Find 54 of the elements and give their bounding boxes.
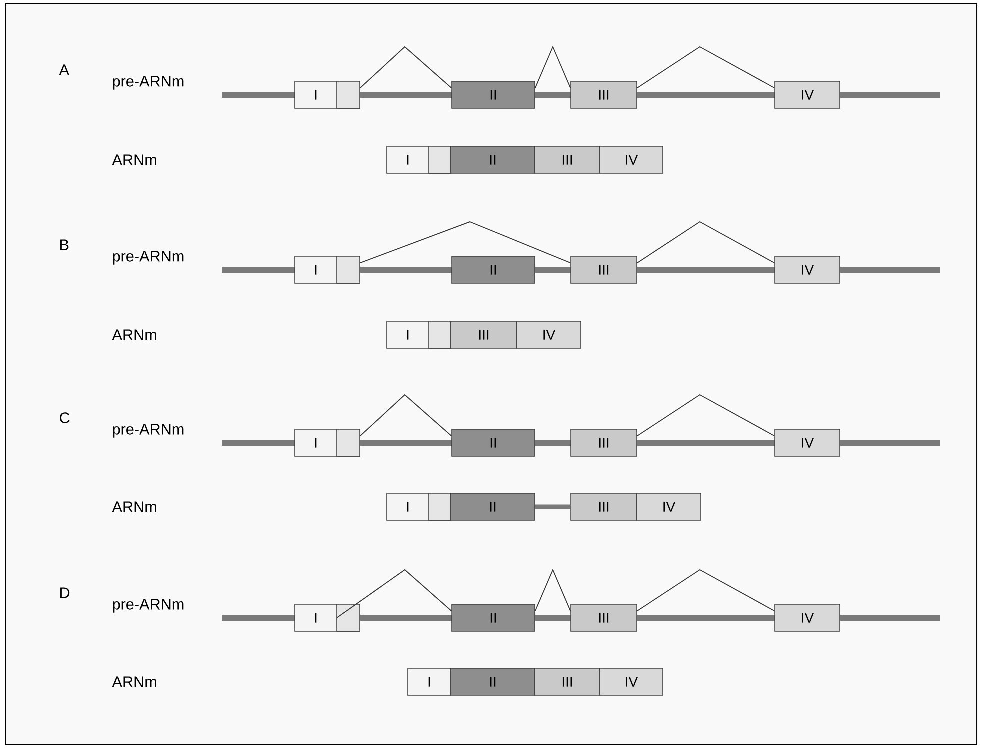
exon-box: II xyxy=(452,81,536,109)
exon-box: I xyxy=(408,668,452,696)
splice-line xyxy=(636,221,776,264)
exon-box: I xyxy=(386,493,452,521)
exon-box: II xyxy=(452,604,536,632)
panel-letter: B xyxy=(60,240,69,250)
exon-box: IV xyxy=(600,668,664,696)
exon-box: IV xyxy=(774,81,840,109)
exon-box: I xyxy=(294,429,360,457)
panel-letter: A xyxy=(59,64,70,76)
splice-line xyxy=(360,222,572,264)
exon-box: IV xyxy=(516,321,582,349)
exon-box: III xyxy=(570,81,638,109)
row-label: ARNm xyxy=(112,676,156,688)
splice-line xyxy=(534,568,572,612)
row-label: pre-ARNm xyxy=(113,424,184,438)
exon-box: III xyxy=(450,321,518,349)
row-label: ARNm xyxy=(112,154,156,166)
splice-line xyxy=(336,569,452,618)
exon-box: I xyxy=(294,604,360,632)
exon-box: III xyxy=(534,146,600,174)
exon-box: IV xyxy=(774,429,840,457)
splice-line xyxy=(636,394,776,437)
exon-box: I xyxy=(386,321,452,349)
exon-box: IV xyxy=(600,146,664,174)
splice-line xyxy=(636,46,776,89)
panel-letter: C xyxy=(60,412,70,424)
row-label: ARNm xyxy=(112,502,156,512)
exon-box: III xyxy=(570,429,638,457)
splice-line xyxy=(360,394,452,437)
row-label: ARNm xyxy=(112,330,156,340)
exon-box: I xyxy=(294,256,360,284)
exon-box: II xyxy=(450,493,536,521)
row-label: pre-ARNm xyxy=(113,76,184,90)
exon-box: I xyxy=(386,146,452,174)
exon-box: III xyxy=(570,604,638,632)
splice-line xyxy=(534,46,572,89)
exon-box: II xyxy=(450,146,536,174)
exon-box: IV xyxy=(636,493,702,521)
exon-box: III xyxy=(570,256,638,284)
exon-box: II xyxy=(452,256,536,284)
row-label: pre-ARNm xyxy=(113,599,184,613)
exon-box: II xyxy=(452,429,536,457)
exon-box: IV xyxy=(774,256,840,284)
splice-line xyxy=(636,569,776,612)
panel-letter: D xyxy=(60,588,70,598)
exon-box: II xyxy=(450,668,536,696)
row-label: pre-ARNm xyxy=(113,251,184,265)
exon-box: IV xyxy=(774,604,840,632)
exon-box: III xyxy=(570,493,638,521)
intron-line xyxy=(535,504,571,510)
exon-box: I xyxy=(294,81,360,109)
splice-line xyxy=(360,46,452,89)
exon-box: III xyxy=(534,668,600,696)
